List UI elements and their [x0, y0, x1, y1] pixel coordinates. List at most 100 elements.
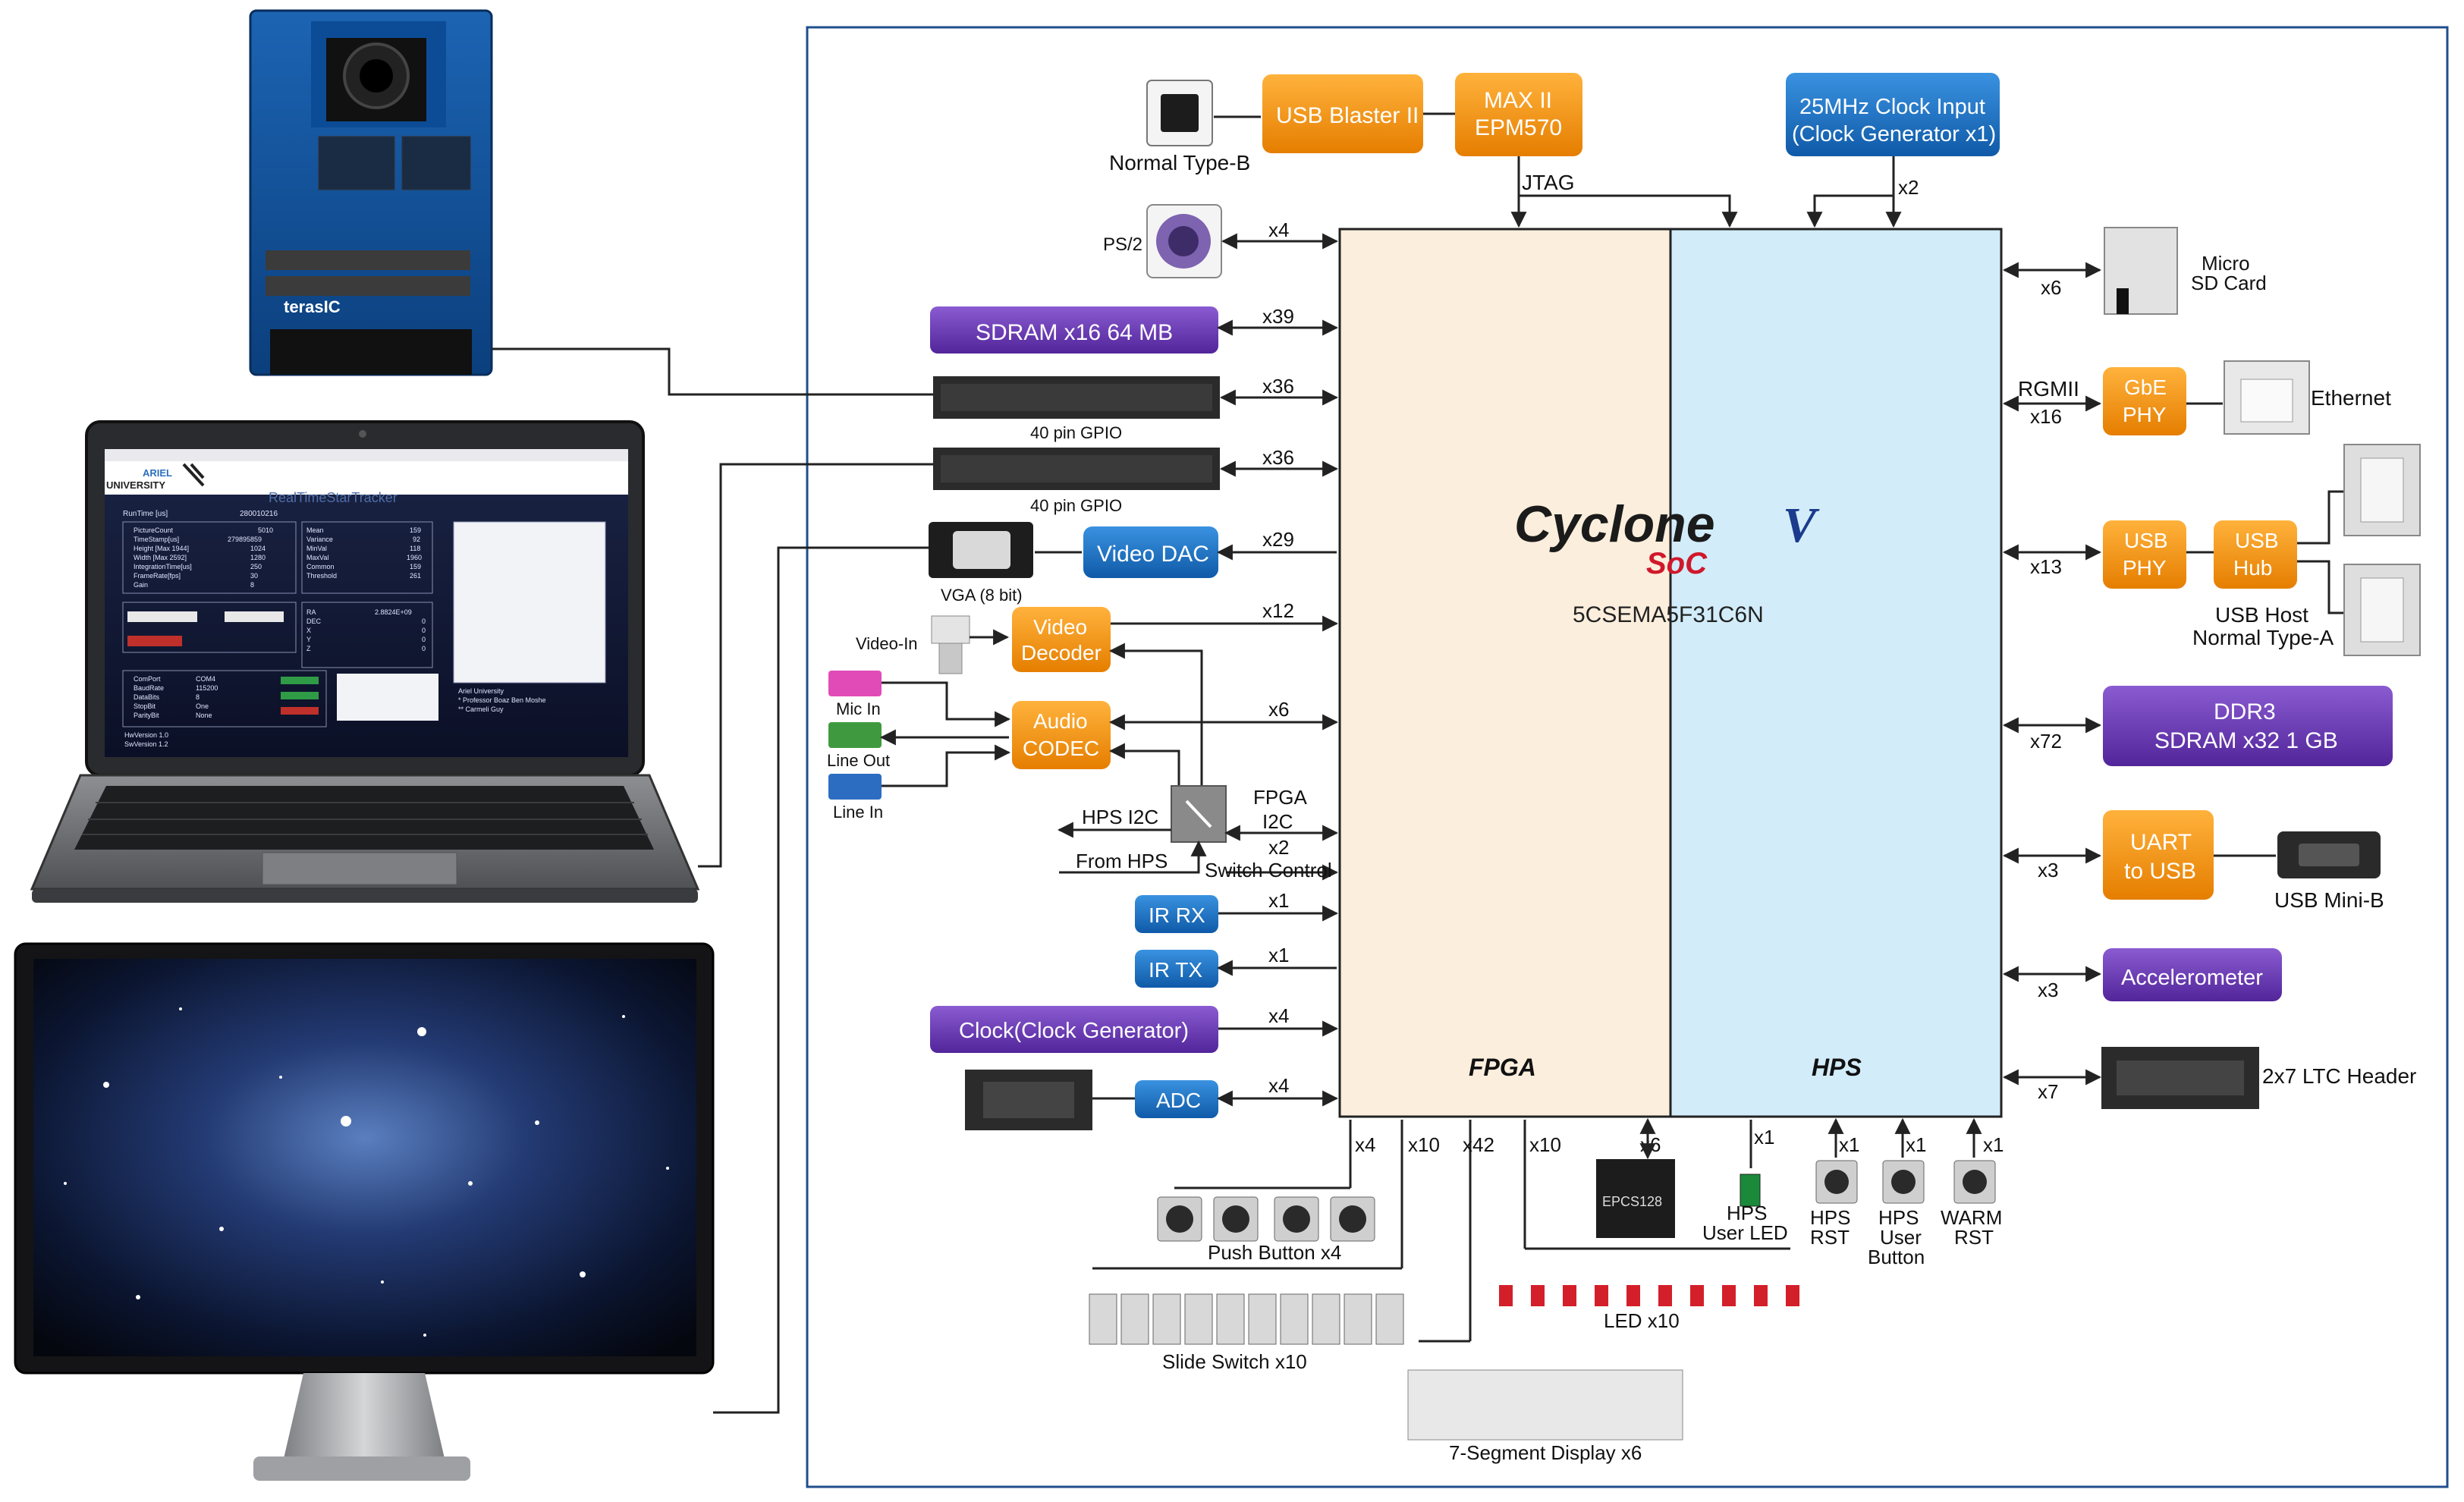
svg-text:92: 92	[413, 536, 420, 543]
app-logo-ariel: ARIEL	[143, 467, 172, 479]
svg-text:Ethernet: Ethernet	[2311, 386, 2391, 410]
svg-text:Video-In: Video-In	[856, 634, 918, 653]
fpga-label: FPGA	[1469, 1054, 1536, 1081]
svg-text:BaudRate: BaudRate	[134, 684, 164, 692]
runtime-value: 280010216	[240, 510, 278, 518]
svg-text:FPGA: FPGA	[1253, 786, 1307, 809]
grouping-list	[453, 521, 606, 683]
cyclone-version-mark: V	[1783, 498, 1820, 553]
svg-text:USB Host: USB Host	[2215, 603, 2308, 627]
svg-text:0: 0	[422, 636, 426, 643]
svg-text:159: 159	[410, 563, 421, 570]
camera-module: terasIC	[249, 9, 493, 376]
svg-text:x3: x3	[2038, 859, 2058, 881]
svg-text:HPS I2C: HPS I2C	[1082, 806, 1158, 828]
svg-text:IntegrationTime[us]: IntegrationTime[us]	[134, 563, 192, 570]
fpga-region	[1338, 228, 1672, 1118]
led-array	[1499, 1285, 1799, 1306]
update-button[interactable]	[127, 636, 182, 646]
svg-text:Gain: Gain	[134, 581, 148, 589]
svg-text:Common: Common	[306, 563, 335, 570]
svg-text:Audio: Audio	[1033, 709, 1088, 733]
svg-text:MinVal: MinVal	[306, 545, 327, 552]
svg-text:HPS: HPS	[1727, 1202, 1767, 1224]
svg-text:x39: x39	[1262, 305, 1294, 328]
epcs128-chip	[1596, 1159, 1675, 1238]
close-port-button[interactable]	[281, 692, 319, 699]
usb-blaster-block	[1262, 74, 1423, 153]
gbe-phy-block	[2103, 367, 2186, 435]
mic-in-jack	[828, 671, 882, 696]
svg-text:User LED: User LED	[1702, 1221, 1788, 1244]
svg-text:Slide Switch x10: Slide Switch x10	[1162, 1350, 1307, 1373]
svg-text:5010: 5010	[258, 526, 273, 534]
svg-text:USB: USB	[2124, 529, 2168, 552]
monitor	[14, 942, 715, 1481]
ps2-connector	[1146, 204, 1222, 278]
svg-text:WARM: WARM	[1941, 1206, 2002, 1229]
svg-text:x42: x42	[1463, 1133, 1494, 1156]
load-button[interactable]	[127, 611, 197, 622]
laptop: ARIEL UNIVERSITY RealTimeStarTracker Run…	[30, 420, 700, 903]
svg-text:SDRAM x32 1 GB: SDRAM x32 1 GB	[2154, 728, 2338, 753]
svg-text:Clock(Clock Generator): Clock(Clock Generator)	[959, 1019, 1189, 1043]
picture-info-panel	[122, 521, 297, 594]
usb-type-b-connector	[1146, 80, 1213, 146]
svg-text:x4: x4	[1268, 1074, 1289, 1097]
svg-text:8: 8	[196, 693, 200, 701]
svg-text:115200: 115200	[196, 684, 218, 692]
load-save-panel	[122, 602, 297, 653]
push-buttons	[1157, 1196, 1375, 1242]
soc-mark: SoC	[1646, 547, 1708, 580]
hps-user-button	[1882, 1160, 1925, 1204]
usb-phy-block	[2103, 520, 2186, 589]
svg-text:40 pin GPIO: 40 pin GPIO	[1030, 496, 1122, 515]
adc-header	[965, 1070, 1092, 1130]
svg-text:x1: x1	[1268, 944, 1289, 966]
svg-text:DataBits: DataBits	[134, 693, 160, 701]
seven-segment-displays	[1407, 1369, 1683, 1441]
usb-type-a-ports	[2343, 444, 2421, 656]
svg-text:Y: Y	[306, 636, 311, 643]
max2-block	[1455, 73, 1582, 156]
svg-text:X: X	[306, 627, 311, 634]
svg-text:ADC: ADC	[1156, 1089, 1201, 1112]
svg-text:I2C: I2C	[1262, 810, 1293, 833]
i2c-switch	[1171, 785, 1227, 843]
laptop-touchpad	[262, 852, 457, 885]
svg-text:8: 8	[250, 581, 254, 589]
svg-text:COM4: COM4	[196, 675, 215, 683]
svg-text:x29: x29	[1262, 528, 1294, 551]
video-dac-block	[1083, 526, 1218, 578]
save-button[interactable]	[225, 611, 284, 622]
svg-text:FrameRate[fps]: FrameRate[fps]	[134, 572, 181, 580]
clock-input-block	[1786, 73, 2000, 156]
svg-text:Switch Control: Switch Control	[1205, 859, 1332, 881]
svg-text:None: None	[196, 712, 212, 719]
com-config-panel	[122, 670, 327, 727]
open-port-button[interactable]	[281, 677, 319, 684]
svg-text:* Professor Boaz Ben Moshe: * Professor Boaz Ben Moshe	[458, 696, 546, 704]
hps-region	[1669, 228, 2003, 1118]
send-button[interactable]	[281, 707, 319, 715]
uart-usb-block	[2103, 810, 2214, 900]
svg-text:x1: x1	[1839, 1133, 1859, 1156]
svg-text:CODEC: CODEC	[1023, 737, 1099, 760]
svg-text:250: 250	[250, 563, 262, 570]
svg-text:x6: x6	[1268, 698, 1289, 721]
ethernet-jack	[2224, 360, 2310, 435]
svg-text:x6: x6	[2041, 276, 2061, 299]
svg-text:ComPort: ComPort	[134, 675, 161, 683]
svg-text:JTAG: JTAG	[1522, 171, 1574, 194]
svg-text:LED x10: LED x10	[1604, 1309, 1680, 1332]
tx-box[interactable]	[337, 674, 438, 721]
svg-text:x4: x4	[1268, 1004, 1289, 1027]
svg-text:PictureCount: PictureCount	[134, 526, 174, 534]
svg-text:x3: x3	[2038, 979, 2058, 1001]
slide-switches	[1089, 1293, 1404, 1345]
svg-text:Width [Max 2592]: Width [Max 2592]	[134, 554, 187, 561]
svg-text:Z: Z	[306, 645, 311, 652]
svg-text:Mic In: Mic In	[836, 699, 881, 718]
video-in-jack	[931, 615, 970, 674]
